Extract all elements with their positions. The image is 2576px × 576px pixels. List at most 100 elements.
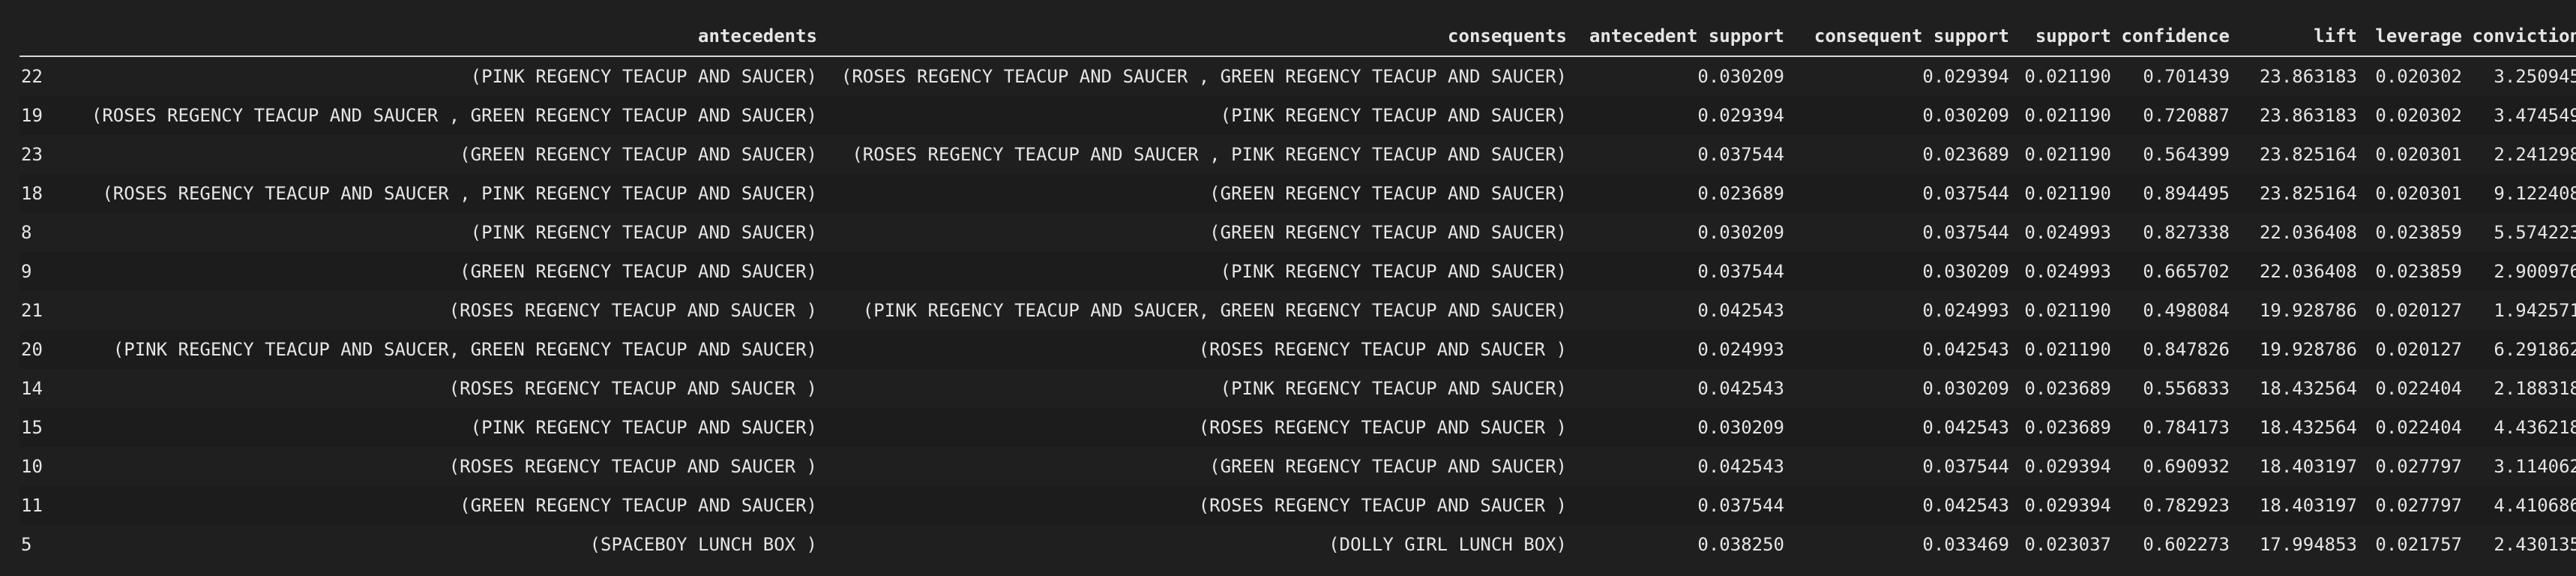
table-row: 10(ROSES REGENCY TEACUP AND SAUCER )(GRE…: [19, 447, 2576, 486]
consequents-cell: (ROSES REGENCY TEACUP AND SAUCER ): [822, 408, 1571, 447]
support-cell: 0.021190: [2014, 291, 2116, 330]
antecedents-cell: (PINK REGENCY TEACUP AND SAUCER): [64, 213, 822, 252]
consequent-support-cell: 0.037544: [1789, 174, 2014, 213]
consequents-cell: (ROSES REGENCY TEACUP AND SAUCER ): [822, 486, 1571, 525]
antecedents-cell: (GREEN REGENCY TEACUP AND SAUCER): [64, 252, 822, 291]
antecedents-cell: (ROSES REGENCY TEACUP AND SAUCER ): [64, 291, 822, 330]
association-rules-table: antecedents consequents antecedent suppo…: [19, 16, 2576, 564]
antecedents-cell: (PINK REGENCY TEACUP AND SAUCER): [64, 408, 822, 447]
consequents-cell: (PINK REGENCY TEACUP AND SAUCER): [822, 96, 1571, 135]
antecedents-cell: (ROSES REGENCY TEACUP AND SAUCER , GREEN…: [64, 96, 822, 135]
column-header-lift: lift: [2234, 16, 2362, 57]
consequents-cell: (GREEN REGENCY TEACUP AND SAUCER): [822, 174, 1571, 213]
column-header-support: support: [2014, 16, 2116, 57]
conviction-cell: 3.474549: [2467, 96, 2576, 135]
row-index: 14: [19, 369, 64, 408]
leverage-cell: 0.020301: [2362, 135, 2467, 174]
antecedent-support-cell: 0.042543: [1571, 369, 1789, 408]
lift-cell: 22.036408: [2234, 213, 2362, 252]
dataframe-output: antecedents consequents antecedent suppo…: [19, 16, 2576, 564]
confidence-cell: 0.602273: [2116, 525, 2234, 564]
confidence-cell: 0.782923: [2116, 486, 2234, 525]
row-index: 19: [19, 96, 64, 135]
consequent-support-cell: 0.042543: [1789, 408, 2014, 447]
leverage-cell: 0.023859: [2362, 252, 2467, 291]
table-row: 9(GREEN REGENCY TEACUP AND SAUCER)(PINK …: [19, 252, 2576, 291]
conviction-cell: 4.410686: [2467, 486, 2576, 525]
antecedent-support-cell: 0.037544: [1571, 135, 1789, 174]
support-cell: 0.021190: [2014, 135, 2116, 174]
lift-cell: 23.863183: [2234, 96, 2362, 135]
support-cell: 0.024993: [2014, 213, 2116, 252]
column-header-antecedents: antecedents: [64, 16, 822, 57]
antecedent-support-cell: 0.042543: [1571, 447, 1789, 486]
leverage-cell: 0.020127: [2362, 330, 2467, 369]
lift-cell: 18.403197: [2234, 447, 2362, 486]
support-cell: 0.029394: [2014, 447, 2116, 486]
lift-cell: 18.432564: [2234, 408, 2362, 447]
leverage-cell: 0.020302: [2362, 96, 2467, 135]
conviction-cell: 3.250945: [2467, 56, 2576, 96]
table-row: 22(PINK REGENCY TEACUP AND SAUCER)(ROSES…: [19, 56, 2576, 96]
row-index: 9: [19, 252, 64, 291]
conviction-cell: 4.436218: [2467, 408, 2576, 447]
consequent-support-cell: 0.029394: [1789, 56, 2014, 96]
leverage-cell: 0.020127: [2362, 291, 2467, 330]
row-index: 5: [19, 525, 64, 564]
antecedent-support-cell: 0.030209: [1571, 213, 1789, 252]
lift-cell: 23.863183: [2234, 56, 2362, 96]
leverage-cell: 0.023859: [2362, 213, 2467, 252]
antecedent-support-cell: 0.024993: [1571, 330, 1789, 369]
consequent-support-cell: 0.033469: [1789, 525, 2014, 564]
column-header-consequent-support: consequent support: [1789, 16, 2014, 57]
support-cell: 0.029394: [2014, 486, 2116, 525]
support-cell: 0.024993: [2014, 252, 2116, 291]
leverage-cell: 0.021757: [2362, 525, 2467, 564]
table-row: 14(ROSES REGENCY TEACUP AND SAUCER )(PIN…: [19, 369, 2576, 408]
lift-cell: 22.036408: [2234, 252, 2362, 291]
consequents-cell: (GREEN REGENCY TEACUP AND SAUCER): [822, 447, 1571, 486]
conviction-cell: 2.430135: [2467, 525, 2576, 564]
consequents-cell: (GREEN REGENCY TEACUP AND SAUCER): [822, 213, 1571, 252]
conviction-cell: 3.114062: [2467, 447, 2576, 486]
leverage-cell: 0.027797: [2362, 486, 2467, 525]
antecedents-cell: (ROSES REGENCY TEACUP AND SAUCER ): [64, 369, 822, 408]
consequents-cell: (PINK REGENCY TEACUP AND SAUCER): [822, 369, 1571, 408]
confidence-cell: 0.498084: [2116, 291, 2234, 330]
support-cell: 0.021190: [2014, 96, 2116, 135]
antecedents-cell: (PINK REGENCY TEACUP AND SAUCER, GREEN R…: [64, 330, 822, 369]
consequent-support-cell: 0.023689: [1789, 135, 2014, 174]
table-row: 23(GREEN REGENCY TEACUP AND SAUCER)(ROSE…: [19, 135, 2576, 174]
leverage-cell: 0.022404: [2362, 369, 2467, 408]
consequents-cell: (DOLLY GIRL LUNCH BOX): [822, 525, 1571, 564]
antecedent-support-cell: 0.030209: [1571, 56, 1789, 96]
antecedent-support-cell: 0.037544: [1571, 252, 1789, 291]
conviction-cell: 6.291862: [2467, 330, 2576, 369]
lift-cell: 23.825164: [2234, 174, 2362, 213]
confidence-cell: 0.564399: [2116, 135, 2234, 174]
row-index: 8: [19, 213, 64, 252]
lift-cell: 19.928786: [2234, 291, 2362, 330]
leverage-cell: 0.027797: [2362, 447, 2467, 486]
row-index: 18: [19, 174, 64, 213]
confidence-cell: 0.690932: [2116, 447, 2234, 486]
conviction-cell: 1.942571: [2467, 291, 2576, 330]
antecedent-support-cell: 0.037544: [1571, 486, 1789, 525]
row-index: 11: [19, 486, 64, 525]
lift-cell: 18.432564: [2234, 369, 2362, 408]
lift-cell: 18.403197: [2234, 486, 2362, 525]
row-index: 10: [19, 447, 64, 486]
conviction-cell: 2.241298: [2467, 135, 2576, 174]
leverage-cell: 0.022404: [2362, 408, 2467, 447]
antecedent-support-cell: 0.030209: [1571, 408, 1789, 447]
leverage-cell: 0.020301: [2362, 174, 2467, 213]
conviction-cell: 2.900976: [2467, 252, 2576, 291]
confidence-cell: 0.701439: [2116, 56, 2234, 96]
table-body: 22(PINK REGENCY TEACUP AND SAUCER)(ROSES…: [19, 56, 2576, 564]
confidence-cell: 0.665702: [2116, 252, 2234, 291]
consequent-support-cell: 0.042543: [1789, 486, 2014, 525]
antecedent-support-cell: 0.038250: [1571, 525, 1789, 564]
index-header: [19, 16, 64, 57]
table-row: 21(ROSES REGENCY TEACUP AND SAUCER )(PIN…: [19, 291, 2576, 330]
support-cell: 0.021190: [2014, 330, 2116, 369]
